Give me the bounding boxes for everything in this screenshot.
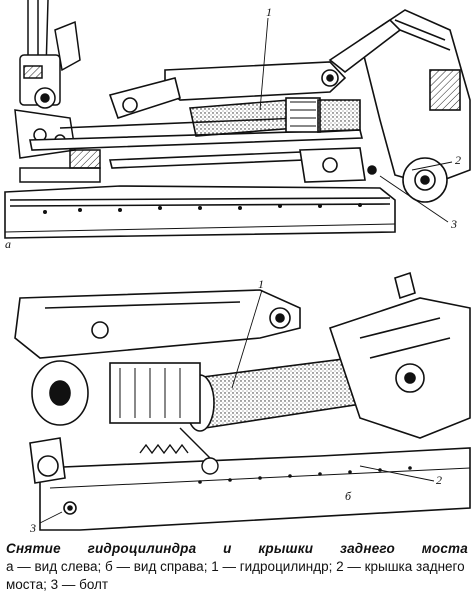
callout-leaders	[259, 17, 453, 223]
callout-2: 2	[436, 473, 442, 487]
caption-title: Снятие гидроцилиндра и крышки заднего мо…	[6, 540, 468, 558]
lift-arm	[14, 289, 301, 359]
rear-axle-housing	[29, 437, 471, 531]
figure-b-right-view: 1 2 3 б	[0, 268, 474, 540]
lever-mechanism	[14, 0, 101, 183]
spring	[139, 427, 219, 475]
panel-label-b: б	[345, 489, 352, 503]
rear-axle-cover	[328, 271, 471, 439]
callout-leaders	[39, 289, 435, 524]
callout-2: 2	[455, 153, 461, 167]
caption-title-word: моста	[421, 541, 468, 556]
rear-axle-cover	[299, 9, 471, 203]
hydraulic-cylinder	[189, 97, 361, 137]
figure-b-drawing: 1 2 3 б	[14, 271, 471, 535]
callout-3: 3	[450, 217, 457, 231]
panel-label-a: а	[5, 237, 11, 251]
caption-title-word: Снятие	[6, 541, 61, 556]
caption-title-word: гидроцилиндра	[87, 541, 197, 556]
caption-body: а — вид слева; б — вид справа; 1 — гидро…	[6, 559, 465, 592]
figure-caption: Снятие гидроцилиндра и крышки заднего мо…	[6, 540, 468, 594]
lift-arm	[108, 61, 347, 120]
callout-1: 1	[258, 277, 264, 291]
caption-title-word: крышки	[258, 541, 314, 556]
figure-a-left-view: 1 2 3 а	[0, 0, 474, 262]
callout-1: 1	[266, 5, 272, 19]
figure-a-drawing: 1 2 3 а	[4, 0, 471, 251]
rear-axle-housing	[4, 185, 396, 239]
caption-title-word: и	[223, 541, 232, 556]
callout-3: 3	[29, 521, 36, 535]
caption-title-word: заднего	[340, 541, 395, 556]
